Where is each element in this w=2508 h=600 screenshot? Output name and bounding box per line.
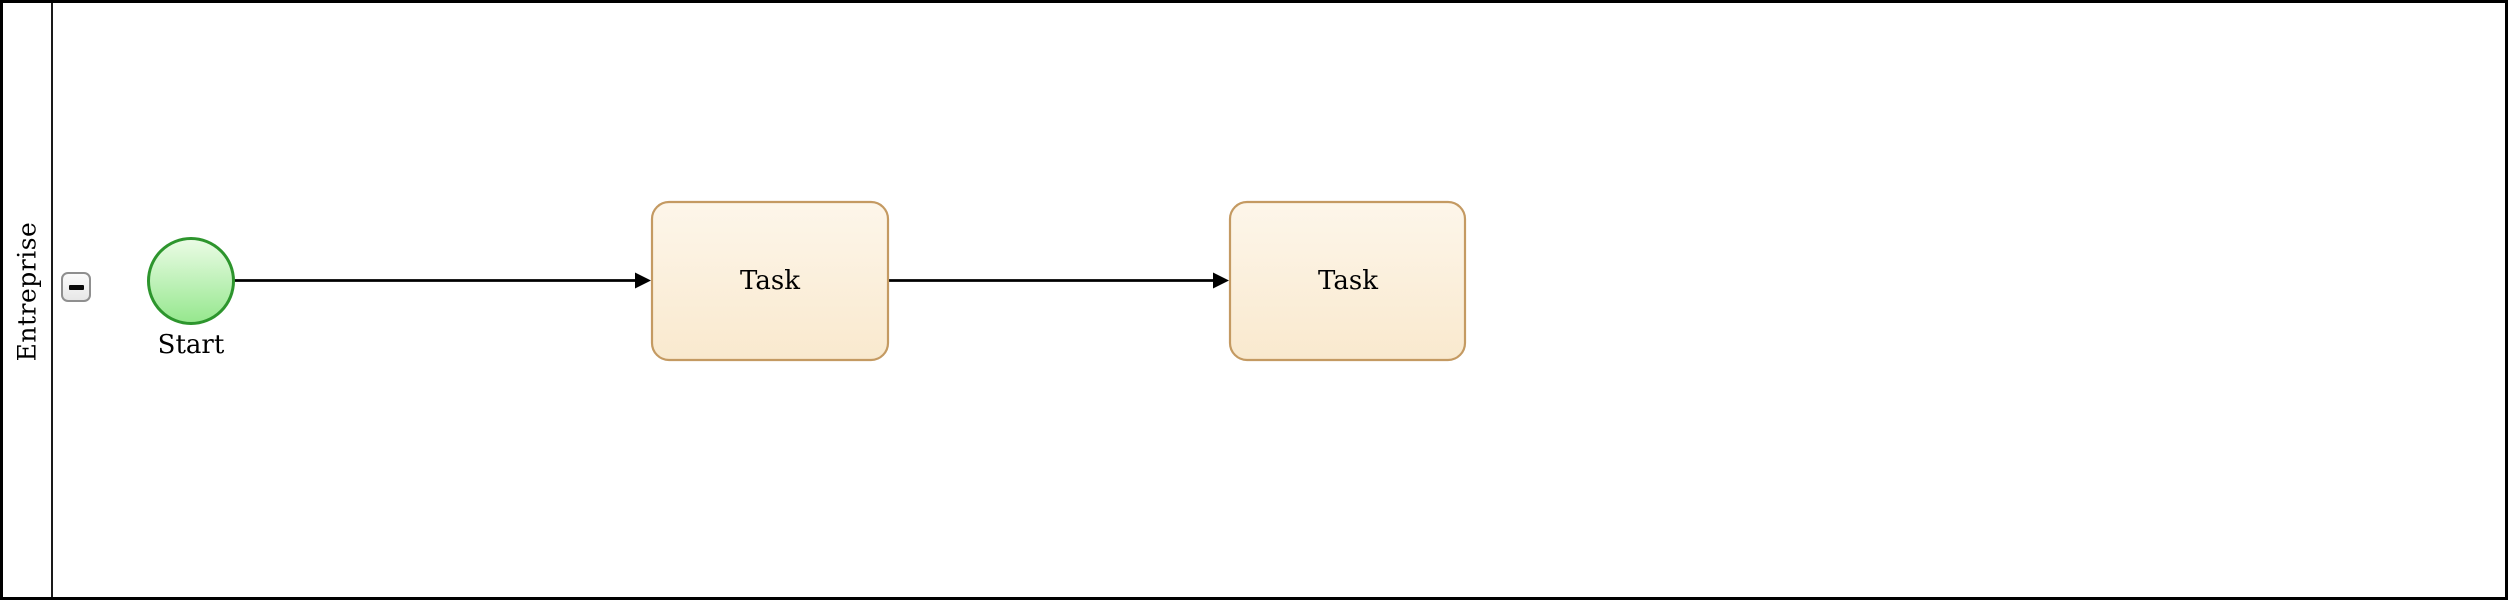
task-1-shape[interactable] bbox=[650, 200, 890, 362]
start-event-shape[interactable] bbox=[147, 237, 235, 325]
task-2-shape[interactable] bbox=[1228, 200, 1467, 362]
lane-collapse-button[interactable] bbox=[61, 272, 91, 302]
arrowhead-icon bbox=[1213, 272, 1229, 289]
lane-header: Entreprise bbox=[3, 3, 53, 597]
minus-icon bbox=[68, 284, 84, 290]
sequence-flow-1[interactable] bbox=[234, 272, 651, 289]
lane-label: Entreprise bbox=[12, 221, 42, 361]
arrowhead-icon bbox=[635, 272, 651, 289]
sequence-flow-2[interactable] bbox=[888, 272, 1229, 289]
